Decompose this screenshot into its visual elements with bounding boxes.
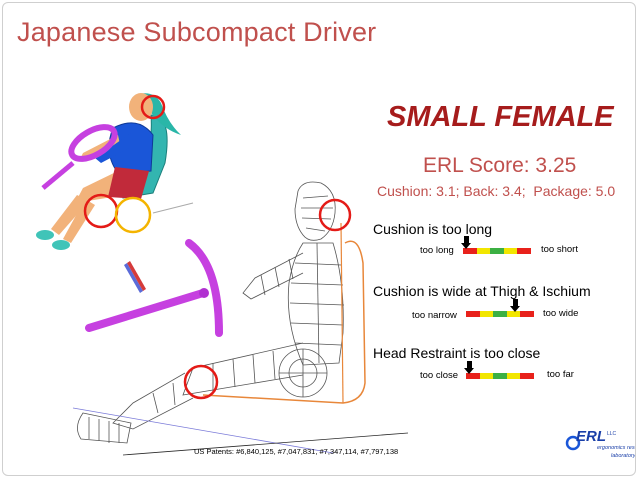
manikin-3d-figure [36,93,193,250]
patents-footer: US Patents: #6,840,125, #7,047,831, #7,3… [194,447,398,456]
rating-scale-bar [466,311,534,317]
finding-cushion-length: Cushion is too long [373,221,492,237]
driver-illustration [3,3,635,475]
svg-text:ERL: ERL [576,428,606,445]
erl-logo: ERL LLC ergonomics research laboratory [563,423,636,467]
svg-text:LLC: LLC [607,431,617,437]
subject-heading: SMALL FEMALE [387,101,614,134]
scale-right-label: too far [547,369,574,380]
scale-left-label: too long [420,245,454,256]
scale-left-label: too close [420,370,458,381]
svg-text:laboratory: laboratory [611,453,636,459]
finding-head-restraint: Head Restraint is too close [373,345,540,361]
rating-scale-bar [466,373,534,379]
finding-cushion-width: Cushion is wide at Thigh & Ischium [373,283,591,299]
erl-score: ERL Score: 3.25 [423,154,576,178]
svg-text:ergonomics research: ergonomics research [597,445,636,451]
scale-right-label: too short [541,244,578,255]
rating-scale-bar [463,248,531,254]
scale-right-label: too wide [543,308,578,319]
slide-title: Japanese Subcompact Driver [17,17,376,48]
scale-left-label: too narrow [412,310,457,321]
score-breakdown: Cushion: 3.1; Back: 3.4; Package: 5.0 [377,183,615,199]
